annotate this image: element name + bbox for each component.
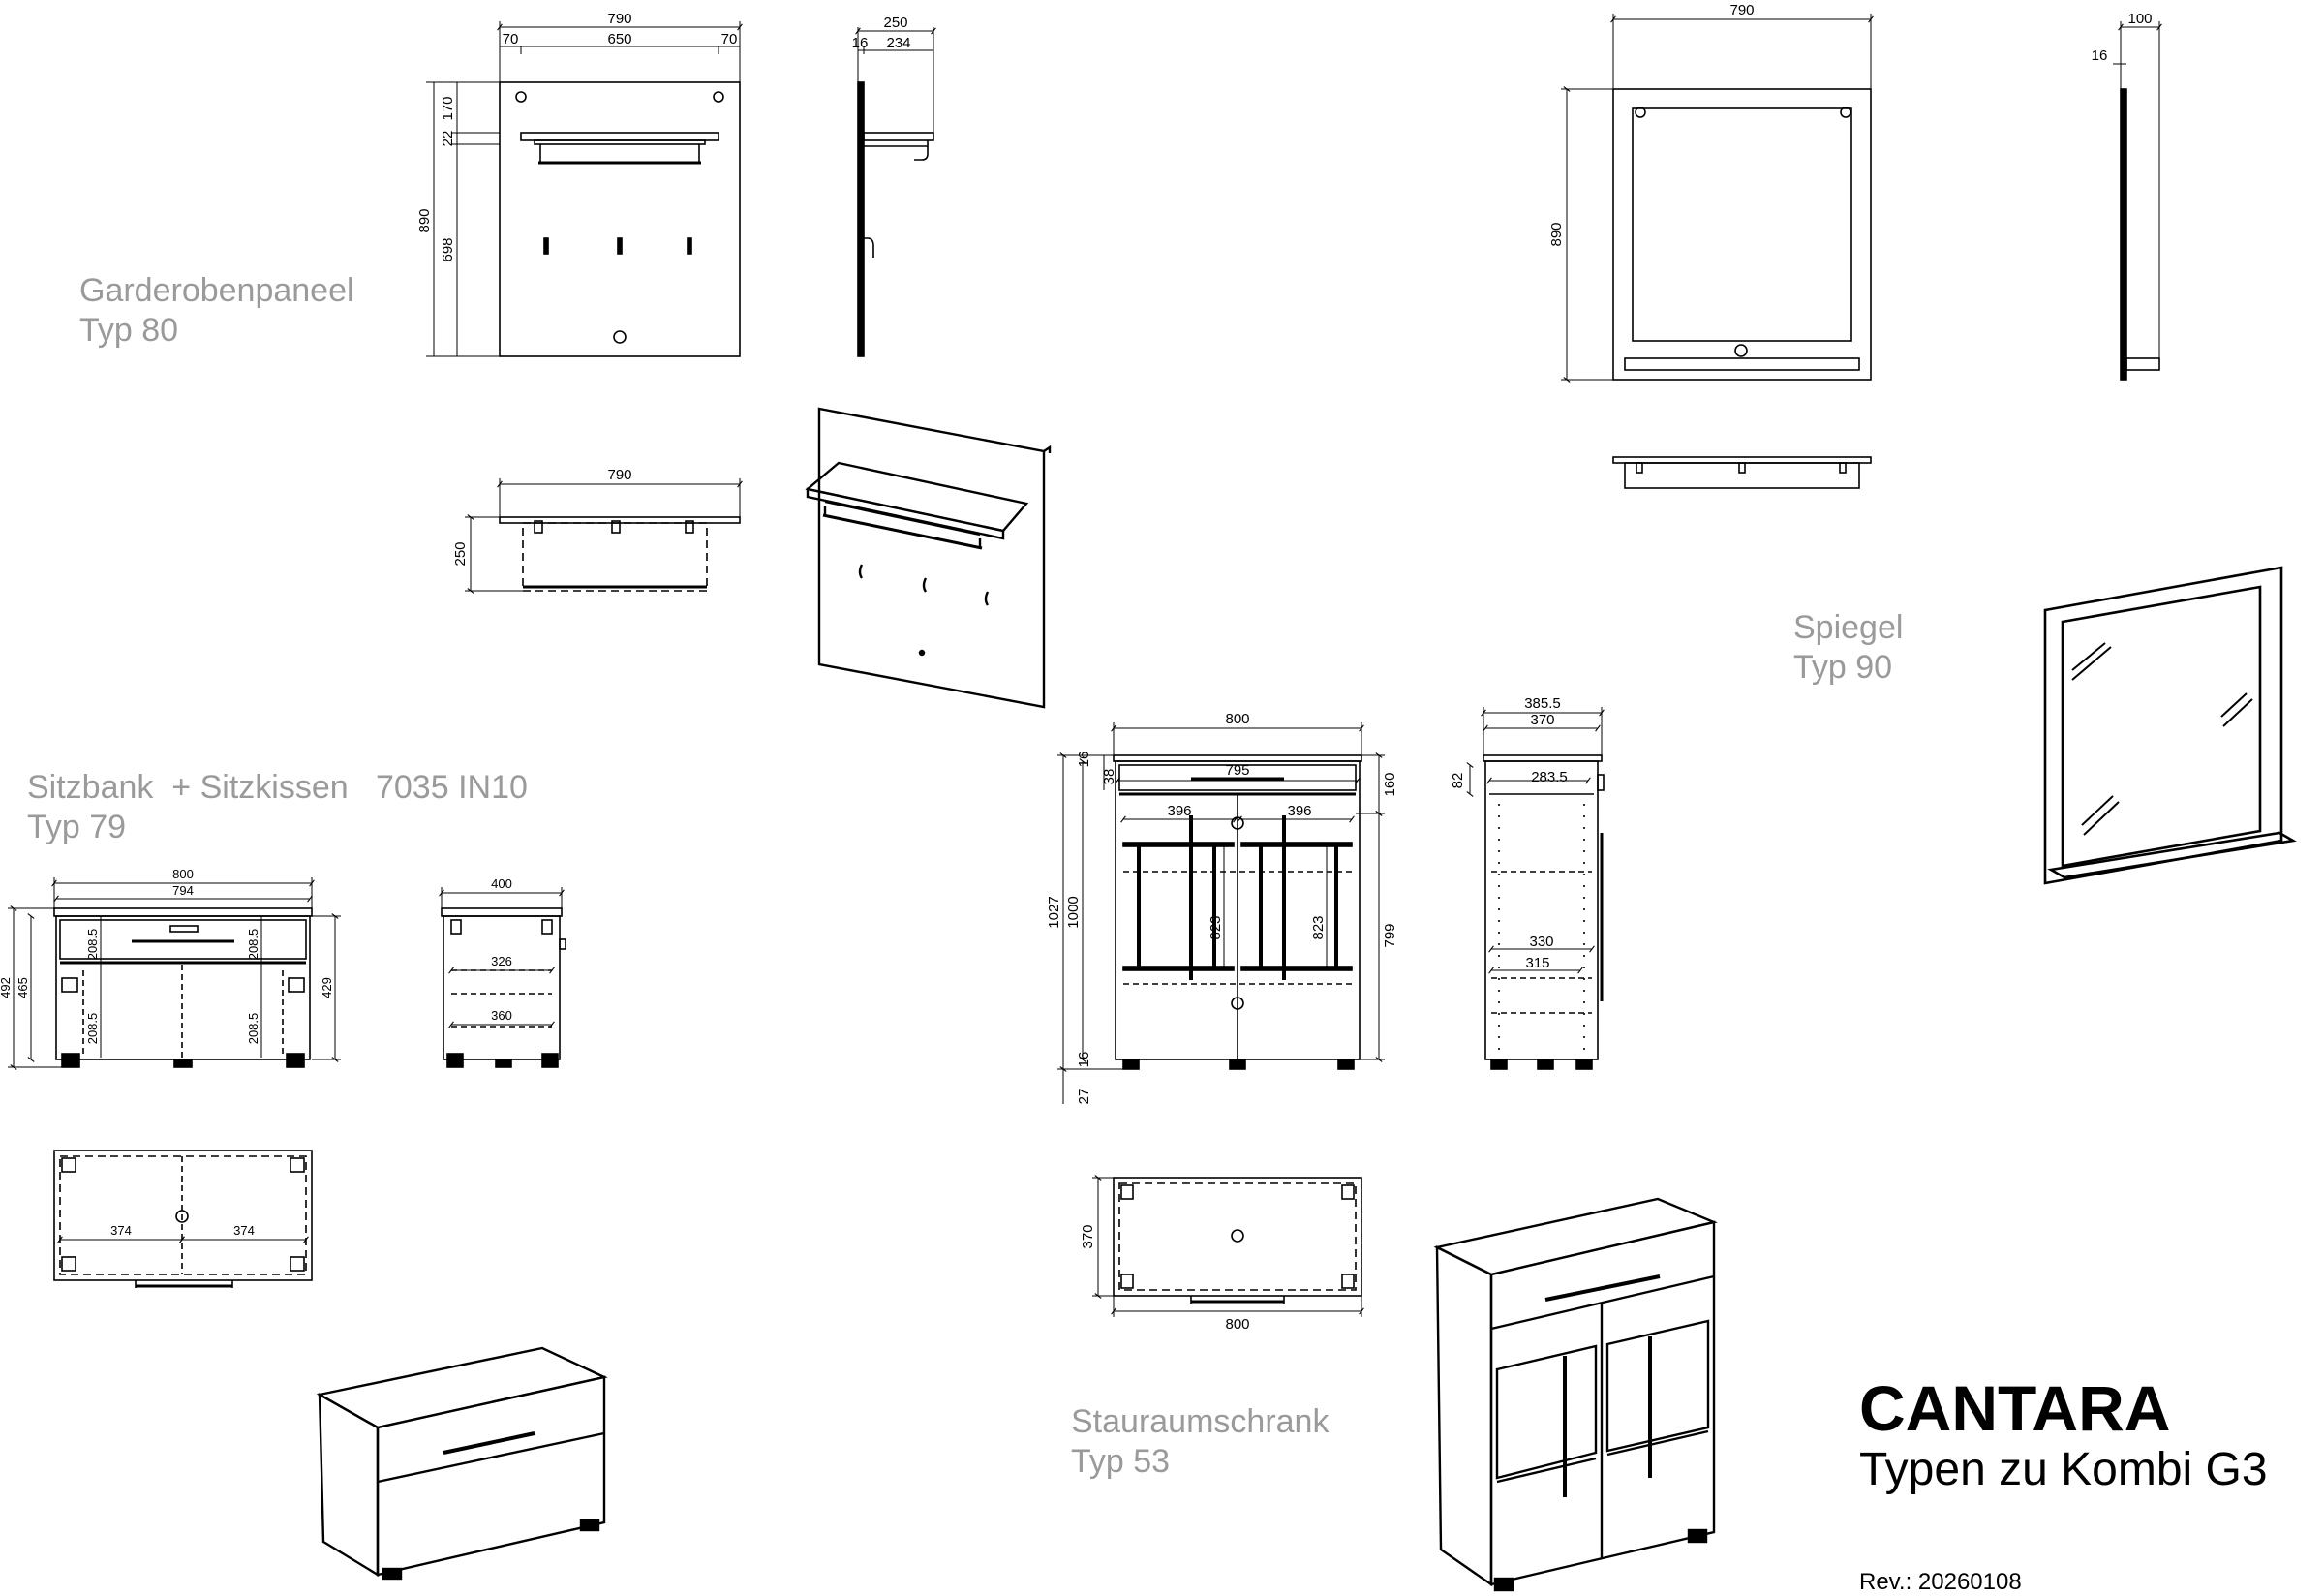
panel-side-view [855,27,936,357]
panel-front-view [426,21,743,357]
title-block: CANTARA Typen zu Kombi G3 [1859,1373,2268,1497]
dim-bench-lower: 360 [491,1008,512,1023]
dim-mirror-depth: 100 [2127,11,2152,27]
dim-mirror-width: 790 [1729,2,1754,18]
dim-cabinet-door-height-right: 823 [1310,915,1327,939]
dim-bench-side: 429 [320,977,334,998]
panel-name: Garderobenpaneel [79,272,354,309]
dim-panel-rail: 22 [440,131,456,147]
dim-panel-top-depth: 250 [452,541,469,566]
dim-cabinet-depth: 385.5 [1524,695,1561,712]
mirror-side-view [2113,21,2162,381]
dim-bench-width: 800 [172,867,194,881]
bench-side-dimension-labels: 400 326 360 [491,876,512,1023]
dim-bench-inner: 794 [172,883,194,898]
cabinet-perspective-view [1433,1197,1718,1592]
mirror-side-dimension-labels: 100 16 [2092,11,2153,64]
dim-bench-depth: 400 [491,876,512,891]
dim-panel-right-margin: 70 [721,31,738,47]
dim-bench-drawer-right: 208.5 [246,929,260,961]
dim-panel-depth: 250 [883,15,907,31]
revision-label: Rev.: 20260108 [1859,1569,2022,1595]
bench-type: Typ 79 [27,809,127,845]
dim-cabinet-door-height-left: 823 [1208,915,1224,939]
dim-cabinet-top-width: 800 [1225,1316,1249,1333]
dim-cabinet-shelf-2: 315 [1525,955,1549,971]
dim-bench-lower-right: 208.5 [246,1013,260,1045]
dim-bench-top-left: 374 [110,1223,132,1238]
bench-top-dimension-labels: 374 374 [110,1223,255,1238]
dim-mirror-thickness: 16 [2092,47,2108,64]
dim-panel-thickness: 16 [852,35,869,51]
cabinet-type: Typ 53 [1071,1443,1171,1480]
cabinet-top-dimension-labels: 370 800 [1080,1224,1250,1333]
panel-side-dimension-labels: 250 16 234 [852,15,911,51]
dim-panel-height: 890 [416,208,433,232]
mirror-top-view [1612,456,1872,489]
cabinet-name: Stauraumschrank [1071,1403,1330,1440]
cabinet-caption: Stauraumschrank Typ 53 [1071,1402,1329,1482]
cabinet-side-view [1466,707,1605,1070]
dim-cabinet-shelf-1: 330 [1529,934,1553,950]
bench-front-dimension-labels: 800 794 492 465 208.5 208.5 208.5 208.5 … [0,867,334,1044]
bench-side-view [439,887,566,1068]
mirror-caption: Spiegel Typ 90 [1793,608,1903,688]
dim-panel-shelf: 234 [886,35,910,51]
dim-cabinet-door-left: 396 [1167,803,1191,819]
brand-title: CANTARA [1859,1372,2171,1444]
dim-cabinet-total: 1027 [1046,896,1062,928]
dim-cabinet-width: 800 [1225,711,1249,727]
dim-bench-top-right: 374 [233,1223,255,1238]
dim-bench-body: 465 [15,977,30,998]
dim-cabinet-door-right: 396 [1287,803,1311,819]
cabinet-front-dimension-labels: 800 795 396 396 1027 1000 16 38 160 823 … [1046,711,1398,1104]
mirror-name: Spiegel [1793,609,1904,646]
dim-panel-top: 170 [440,96,456,120]
dim-cabinet-drawer-height: 82 [1450,773,1466,789]
panel-top-dimension-labels: 790 250 [452,467,632,567]
panel-type: Typ 80 [79,312,179,349]
mirror-type: Typ 90 [1793,649,1893,686]
dim-bench-height: 492 [0,977,13,998]
cabinet-side-dimension-labels: 385.5 370 283.5 82 330 315 [1450,695,1568,971]
dim-cabinet-bottom: 16 [1076,1052,1092,1068]
dim-bench-drawer-left: 208.5 [85,929,100,961]
dim-mirror-height: 890 [1548,222,1565,246]
dim-cabinet-drawer-zone: 160 [1382,772,1398,796]
dim-panel-lower: 698 [440,237,456,261]
bench-top-view [53,1150,313,1288]
dim-cabinet-inner: 795 [1225,762,1249,779]
cabinet-front-view [1057,722,1385,1104]
dim-bench-upper: 326 [491,954,512,968]
bench-name: Sitzbank + Sitzkissen 7035 IN10 [27,769,528,806]
brand-subtitle: Typen zu Kombi G3 [1859,1444,2268,1495]
bench-front-view [8,877,341,1070]
panel-caption: Garderobenpaneel Typ 80 [79,271,354,351]
dim-cabinet-top-depth: 370 [1080,1224,1096,1248]
panel-top-view [465,478,743,594]
panel-perspective-view [805,407,1052,709]
panel-front-dimension-labels: 790 70 650 70 890 170 22 698 [416,11,737,262]
dim-panel-top-width: 790 [607,467,631,483]
dim-panel-left-margin: 70 [503,31,519,47]
dim-cabinet-drawer: 38 [1101,769,1117,785]
dim-cabinet-side-body: 370 [1530,712,1554,728]
mirror-perspective-view [2043,566,2297,885]
dim-bench-lower-left: 208.5 [85,1013,100,1045]
dim-cabinet-door-zone: 799 [1382,923,1398,947]
dim-cabinet-drawer-depth: 283.5 [1531,769,1568,785]
dim-panel-inner: 650 [607,31,631,47]
mirror-front-view [1561,14,1874,383]
cabinet-top-view [1092,1175,1364,1317]
dim-cabinet-body: 1000 [1065,896,1082,928]
mirror-front-dimension-labels: 790 890 [1548,2,1755,247]
dim-cabinet-feet: 27 [1076,1089,1092,1105]
bench-perspective-view [316,1346,608,1581]
bench-caption: Sitzbank + Sitzkissen 7035 IN10 Typ 79 [27,768,528,847]
dim-panel-width: 790 [607,11,631,27]
dim-cabinet-top: 16 [1076,752,1092,768]
